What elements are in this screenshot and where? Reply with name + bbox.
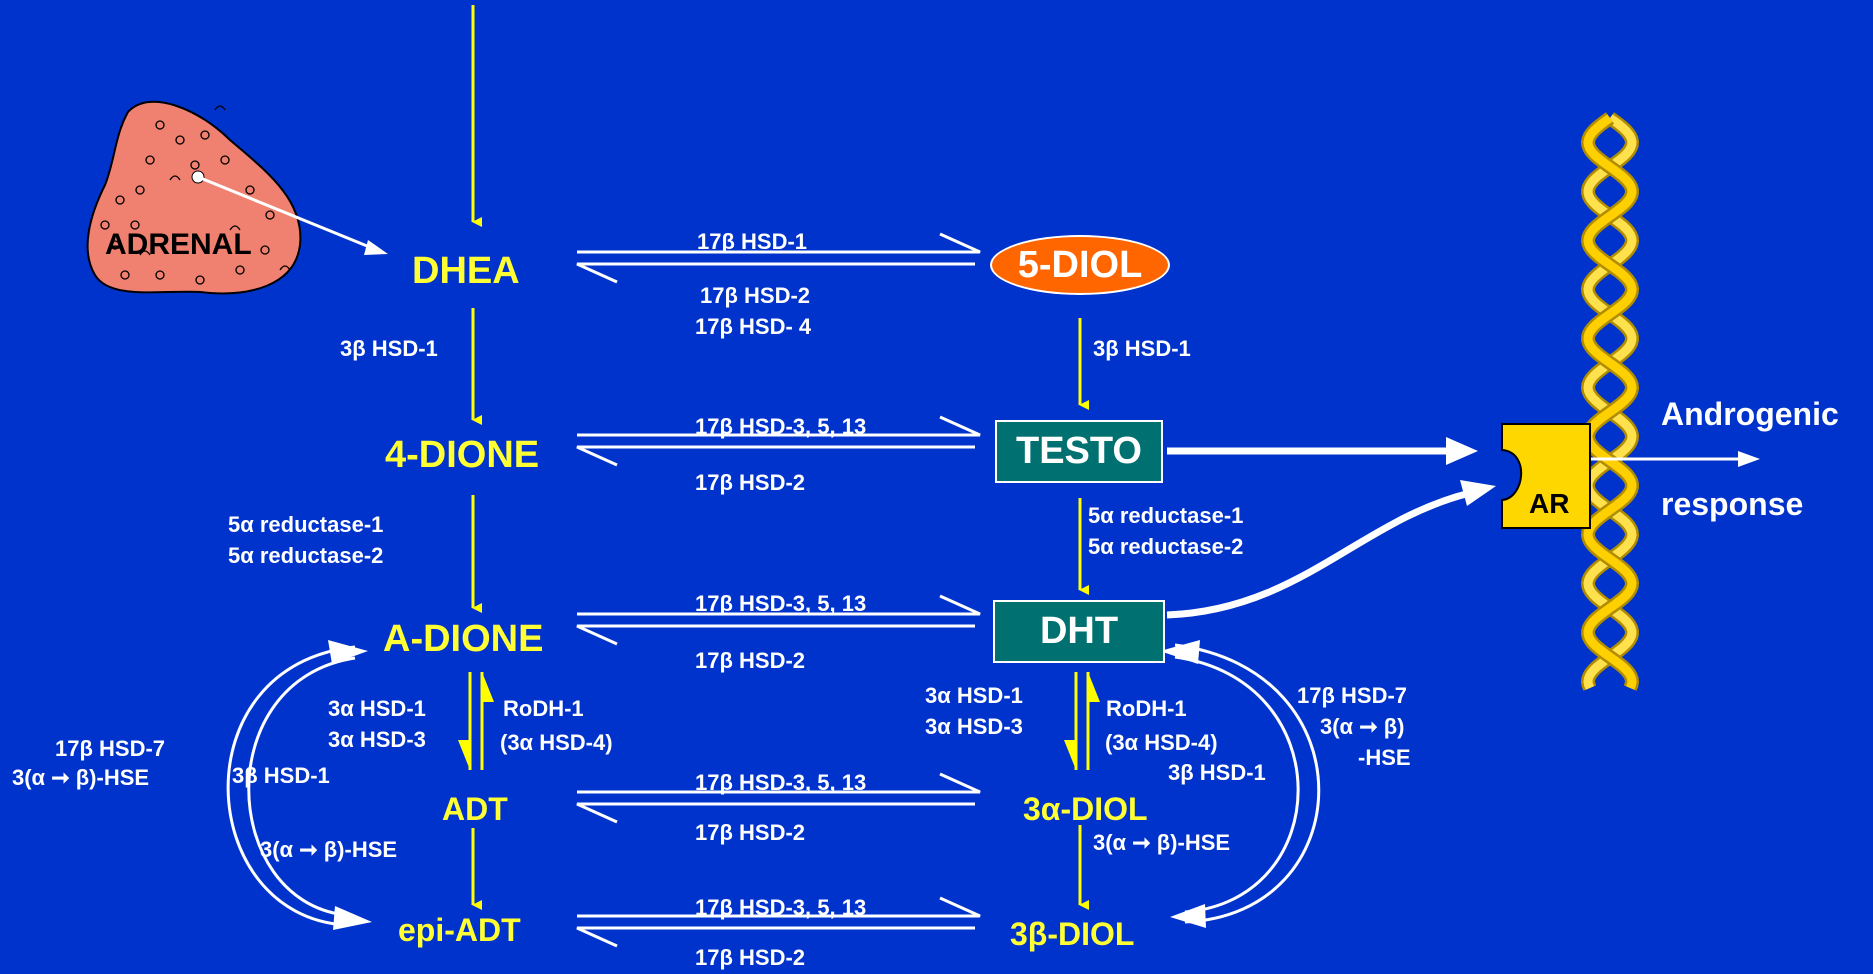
enzyme-label: 3β HSD-1	[1168, 760, 1266, 785]
enzyme-label: 3β HSD-1	[340, 336, 438, 361]
equilibrium-arrows	[576, 232, 981, 948]
enzyme-label: 17β HSD-3, 5, 13	[695, 895, 867, 920]
enzyme-label: 3α HSD-1	[328, 696, 426, 721]
forward-half-arrow	[577, 232, 981, 254]
enzyme-label: (3α HSD-4)	[500, 730, 613, 755]
metabolite-adt: ADT	[442, 791, 508, 827]
enzyme-label: 17β HSD-2	[695, 470, 806, 495]
enzyme-label: (3α HSD-4)	[1105, 730, 1218, 755]
reverse-half-arrow	[576, 802, 975, 824]
enzyme-label: 3α HSD-1	[925, 683, 1023, 708]
metabolite-5-diol: 5-DIOL	[990, 235, 1170, 295]
enzyme-label: 17β HSD-2	[695, 648, 806, 673]
response-line-1: Androgenic	[1661, 396, 1839, 432]
vertical-arrows	[471, 5, 1089, 910]
reversible-vertical-arrows	[458, 672, 1100, 770]
enzyme-label: 5α reductase-1	[228, 512, 384, 537]
enzyme-label: 17β HSD-2	[700, 283, 811, 308]
enzyme-label: 17β HSD- 4	[695, 314, 812, 339]
forward-half-arrow	[577, 896, 981, 918]
metabolite-a-dione: A-DIONE	[383, 618, 544, 660]
metabolite-dht: DHT	[993, 600, 1165, 663]
enzyme-label: 5α reductase-1	[1088, 503, 1244, 528]
response-line-2: response	[1661, 486, 1804, 522]
enzyme-label: 17β HSD-2	[695, 945, 806, 970]
enzyme-label: 3β HSD-1	[1093, 336, 1191, 361]
metabolite-3a-diol: 3α-DIOL	[1023, 791, 1148, 827]
forward-half-arrow	[577, 594, 981, 616]
enzyme-label: 5α reductase-2	[228, 543, 384, 568]
metabolite-epi-adt: epi-ADT	[398, 912, 521, 948]
receptor-label: AR	[1529, 488, 1570, 519]
enzyme-label: 17β HSD-7	[1297, 683, 1408, 708]
receptor-arrows	[1166, 437, 1760, 619]
enzyme-label: 3α HSD-3	[328, 727, 426, 752]
adrenal-gland-icon	[86, 100, 388, 295]
enzyme-label: 17β HSD-3, 5, 13	[695, 770, 867, 795]
forward-half-arrow	[577, 772, 981, 794]
metabolite-dhea: DHEA	[412, 250, 520, 292]
enzyme-label: 3(α ➞ β)	[1320, 714, 1405, 739]
enzyme-label: 17β HSD-3, 5, 13	[695, 414, 867, 439]
metabolite-4-dione: 4-DIONE	[385, 434, 540, 476]
loop-arrows	[226, 643, 1321, 927]
androgen-receptor-icon	[1501, 423, 1591, 529]
enzyme-label: 3(α ➞ β)-HSE	[260, 837, 398, 862]
enzyme-label: 17β HSD-1	[697, 229, 808, 254]
enzyme-label: RoDH-1	[503, 696, 584, 721]
enzyme-label: 3α HSD-3	[925, 714, 1023, 739]
enzyme-label: RoDH-1	[1106, 696, 1187, 721]
enzyme-label: 3(α ➞ β)-HSE	[1093, 830, 1231, 855]
reverse-half-arrow	[576, 445, 975, 467]
enzyme-label: 17β HSD-2	[695, 820, 806, 845]
dna-strand	[1583, 114, 1637, 690]
enzyme-label: 3(α ➞ β)-HSE	[12, 765, 150, 790]
dna-helix-icon	[1580, 112, 1640, 691]
enzyme-label: 17β HSD-7	[55, 736, 166, 761]
enzyme-label: 3β HSD-1	[232, 763, 330, 788]
forward-half-arrow	[577, 415, 981, 437]
metabolite-3b-diol: 3β-DIOL	[1010, 916, 1135, 952]
enzyme-label: 5α reductase-2	[1088, 534, 1244, 559]
loop-arrowheads	[328, 640, 1206, 930]
metabolite-testo: TESTO	[995, 420, 1163, 483]
adrenal-label: ADRENAL	[105, 228, 252, 261]
enzyme-label: 17β HSD-3, 5, 13	[695, 591, 867, 616]
reverse-half-arrow	[576, 624, 975, 646]
enzyme-label: -HSE	[1358, 745, 1411, 770]
reverse-half-arrow	[576, 926, 975, 948]
reverse-half-arrow	[576, 262, 975, 284]
